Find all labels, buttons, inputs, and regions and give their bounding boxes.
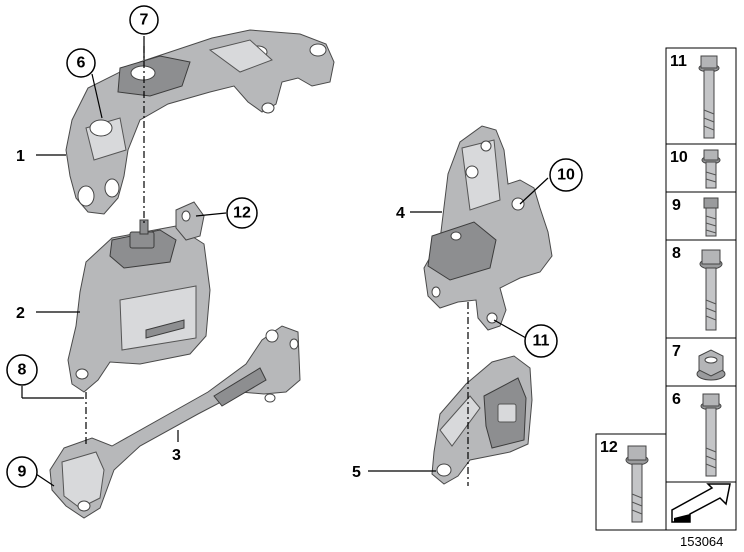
svg-text:7: 7 [140, 12, 149, 29]
reference-number: 153064 [680, 534, 723, 549]
svg-text:9: 9 [18, 464, 27, 481]
callout-4: 4 [396, 205, 405, 222]
gearbox-mount-bracket [423, 125, 553, 331]
flange-bolt-icon [699, 249, 723, 331]
svg-text:6: 6 [77, 55, 86, 72]
flange-bolt-12-icon [625, 445, 649, 523]
callout-12: 12 [226, 197, 258, 229]
panel-label-12: 12 [600, 439, 618, 456]
callout-5: 5 [352, 464, 361, 481]
svg-text:8: 8 [18, 362, 27, 379]
callout-2: 2 [16, 305, 25, 322]
engine-mount [67, 201, 211, 393]
hex-nut-icon [696, 349, 726, 381]
long-hex-bolt-icon [700, 393, 722, 477]
callout-1: 1 [16, 148, 25, 165]
panel-label-10: 10 [670, 149, 688, 166]
panel-label-6: 6 [672, 391, 681, 408]
panel-label-9: 9 [672, 197, 681, 214]
leader-lines [21, 36, 549, 487]
callout-9: 9 [6, 456, 38, 488]
svg-text:10: 10 [557, 167, 575, 184]
short-hex-bolt-icon [703, 197, 719, 237]
svg-text:12: 12 [233, 205, 251, 222]
callout-6: 6 [66, 48, 96, 78]
support-strut [49, 325, 301, 519]
panel-label-8: 8 [672, 245, 681, 262]
short-flange-bolt-icon [701, 149, 721, 189]
callout-7: 7 [129, 5, 159, 35]
callout-10: 10 [549, 158, 583, 192]
callout-3: 3 [172, 447, 181, 464]
fastener-panel: 11 10 9 8 7 6 12 [595, 47, 737, 531]
svg-text:11: 11 [533, 333, 550, 350]
panel-label-11: 11 [670, 53, 687, 70]
callout-8: 8 [6, 354, 38, 386]
arrow-indicator-icon [671, 483, 731, 523]
pendulum-support [431, 355, 533, 485]
callout-11: 11 [524, 324, 558, 358]
long-flange-bolt-icon [698, 55, 720, 139]
assembly-lines [85, 46, 469, 486]
panel-label-7: 7 [672, 343, 681, 360]
upper-mount-bracket [65, 29, 335, 215]
